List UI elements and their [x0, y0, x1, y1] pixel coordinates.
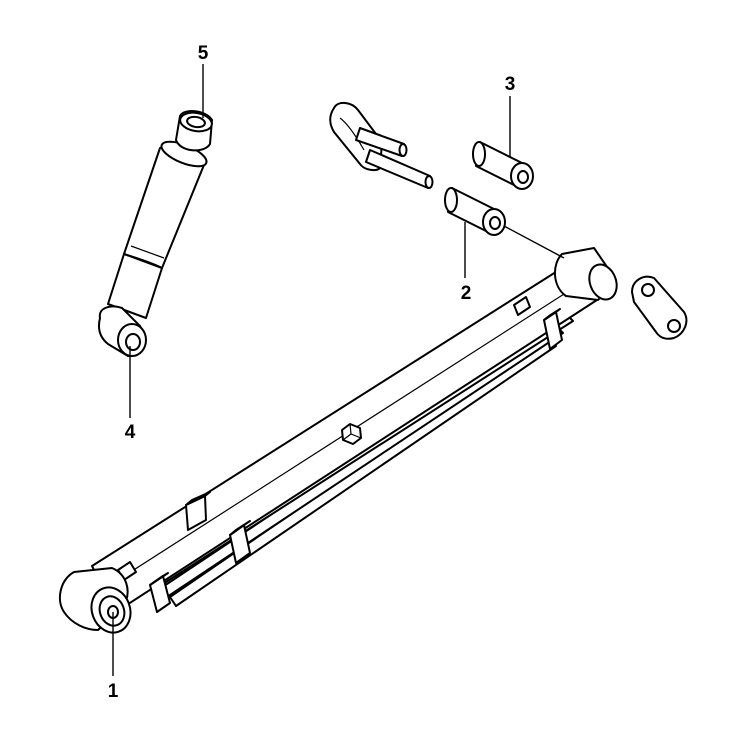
upper-shock-bushing: [175, 110, 213, 152]
callout-1: 1: [108, 681, 119, 702]
spring-clip: [149, 572, 171, 613]
spring-eye-bushing: [58, 567, 132, 634]
leaf-spring: [91, 257, 601, 613]
shackle-pin-bracket: [329, 102, 434, 189]
callout-2: 2: [461, 283, 472, 304]
center-bolt-nut: [341, 423, 362, 445]
spring-clip: [513, 296, 531, 316]
callout-4: 4: [125, 422, 136, 443]
shackle-bushing-lower: [444, 187, 506, 236]
shock-absorber: [98, 110, 213, 357]
shackle-plate: [631, 275, 688, 340]
assembly-line: [503, 225, 565, 259]
lower-shock-bushing: [98, 305, 147, 357]
callout-3: 3: [505, 74, 516, 95]
shackle-bushing-upper: [472, 141, 534, 190]
spring-clip: [229, 520, 251, 564]
rear-spring-eye: [554, 247, 618, 301]
spring-clip: [185, 491, 211, 531]
callout-5: 5: [198, 43, 209, 64]
spring-clip: [543, 308, 563, 350]
